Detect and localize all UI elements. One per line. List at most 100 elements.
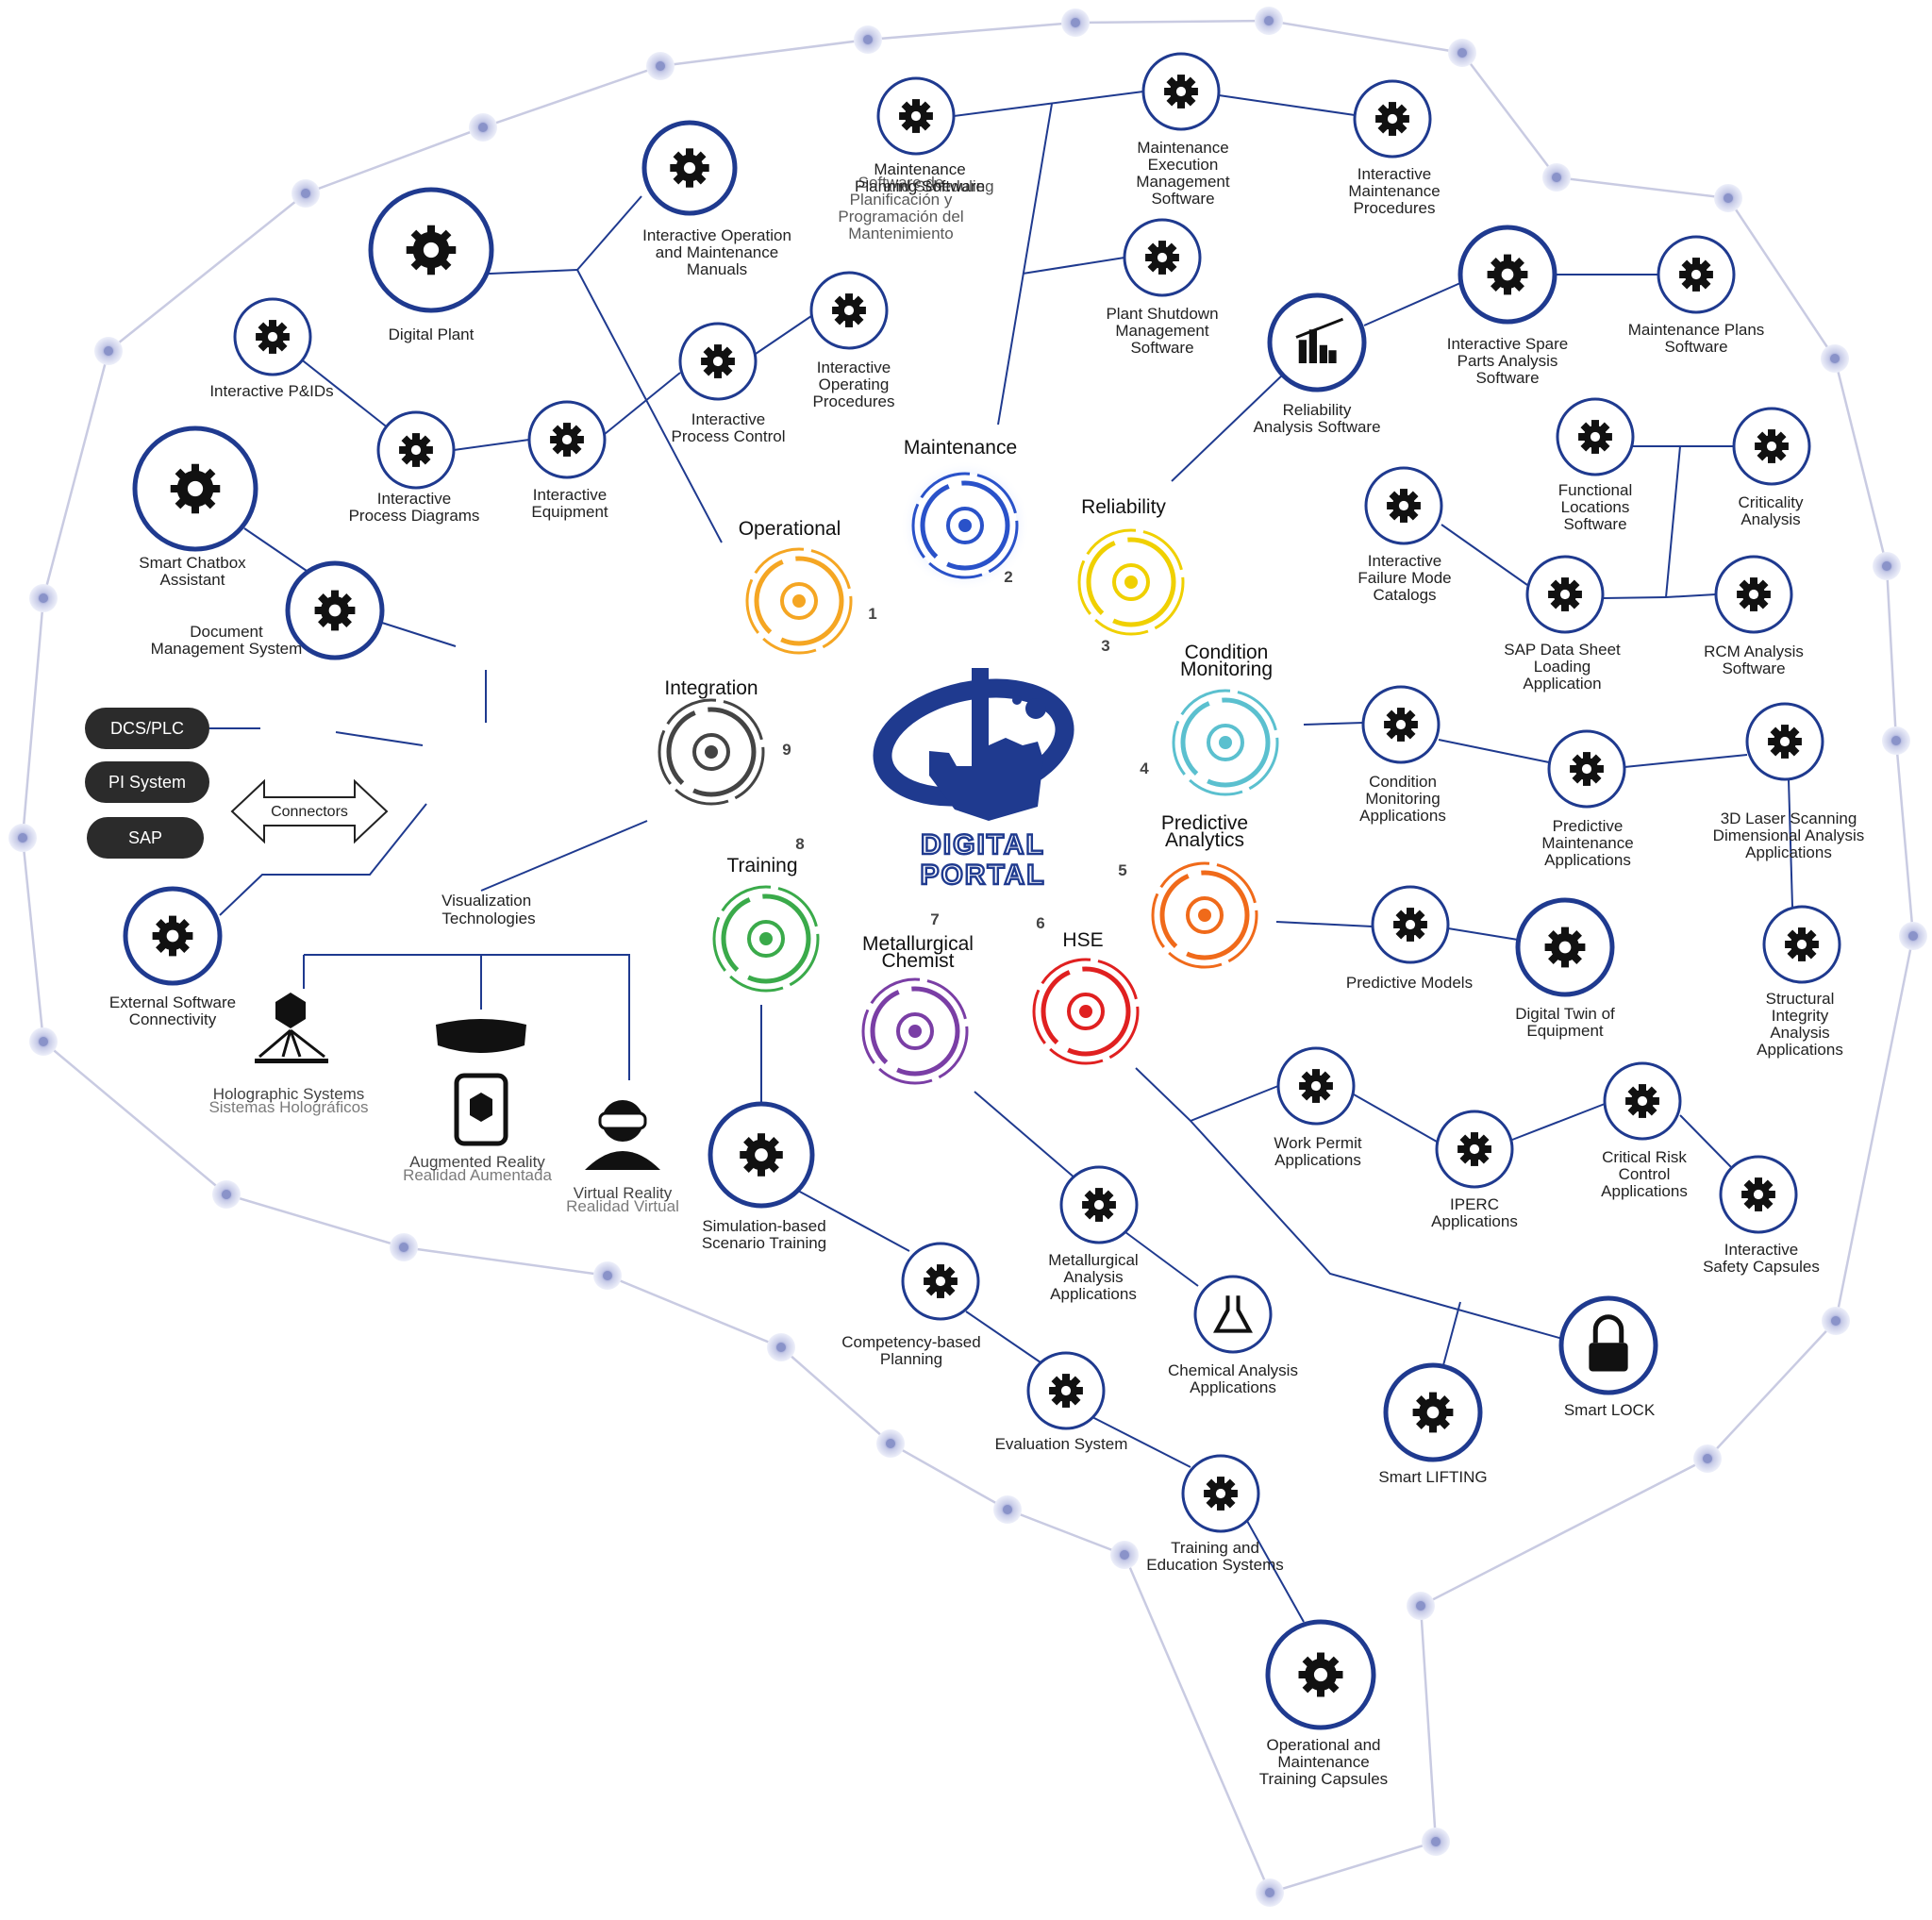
- predictive-models-label: Predictive Models: [1346, 974, 1473, 992]
- brain-ring-node: [854, 25, 882, 54]
- hologram-icon: [255, 993, 328, 1063]
- brain-ring-node: [1061, 8, 1090, 37]
- brain-ring-node: [876, 1429, 905, 1458]
- connector-line: [755, 315, 812, 355]
- vr-person-icon: [585, 1100, 660, 1170]
- connector-line: [304, 954, 630, 1080]
- smart-lock-node[interactable]: Smart LOCK: [1558, 1295, 1658, 1419]
- simulation-training-label-line: Scenario Training: [702, 1234, 826, 1252]
- interactive-pids-label: Interactive P&IDs: [209, 382, 333, 400]
- connector-line: [1303, 722, 1364, 726]
- brain-ring-node: [1407, 1592, 1435, 1620]
- interactive-pids-node[interactable]: Interactive P&IDs: [209, 297, 334, 400]
- hub-inner-ring: [1180, 697, 1271, 788]
- smart-lifting-node[interactable]: Smart LIFTING: [1378, 1362, 1488, 1486]
- failure-mode-catalogs-label-line: Interactive: [1368, 552, 1441, 570]
- maintenance-planning-label-overlay-line: Programación del: [838, 208, 963, 225]
- brain-ring-node: [1873, 552, 1901, 580]
- spare-parts-label-line: Software: [1475, 369, 1539, 387]
- brain-ring-node: [291, 179, 320, 208]
- condition-monitoring-hub-number: 4: [1140, 760, 1149, 777]
- chemical-analysis-label-line: Applications: [1190, 1378, 1276, 1396]
- plant-shutdown-label-line: Plant Shutdown: [1106, 305, 1218, 323]
- digital-plant-node[interactable]: Digital Plant: [368, 187, 494, 343]
- critical-risk-label-line: Applications: [1601, 1182, 1688, 1200]
- training-hub-number: 8: [795, 835, 804, 853]
- operational-hub-label-line: Operational: [739, 518, 841, 540]
- predictive-models-label-line: Predictive Models: [1346, 974, 1473, 992]
- maintenance-planning-label-line: Planning Software: [855, 177, 985, 195]
- work-permit-label-line: Work Permit: [1274, 1134, 1361, 1152]
- connector-line: [1665, 593, 1717, 598]
- laser-scanning-label-line: 3D Laser Scanning: [1721, 810, 1857, 827]
- interactive-equipment-label-line: Interactive: [533, 486, 607, 504]
- om-training-capsules-label-line: Operational and: [1267, 1736, 1381, 1754]
- evaluation-system-node[interactable]: Evaluation System: [995, 1351, 1128, 1453]
- brain-ring-node: [1693, 1444, 1722, 1473]
- hub-glyph-icon: [896, 1012, 934, 1050]
- predictive-models-node[interactable]: Predictive Models: [1346, 885, 1473, 992]
- metallurgical-chemist-hub-number: 7: [930, 910, 939, 928]
- connector-line: [1218, 94, 1356, 116]
- iom-manuals-label-line: and Maintenance: [656, 243, 778, 261]
- metallurgical-analysis-label-line: Analysis: [1063, 1268, 1123, 1286]
- predictive-maintenance-apps-label-line: Predictive: [1553, 817, 1624, 835]
- structure-icon: [1785, 927, 1819, 961]
- connector-line: [1511, 1103, 1606, 1141]
